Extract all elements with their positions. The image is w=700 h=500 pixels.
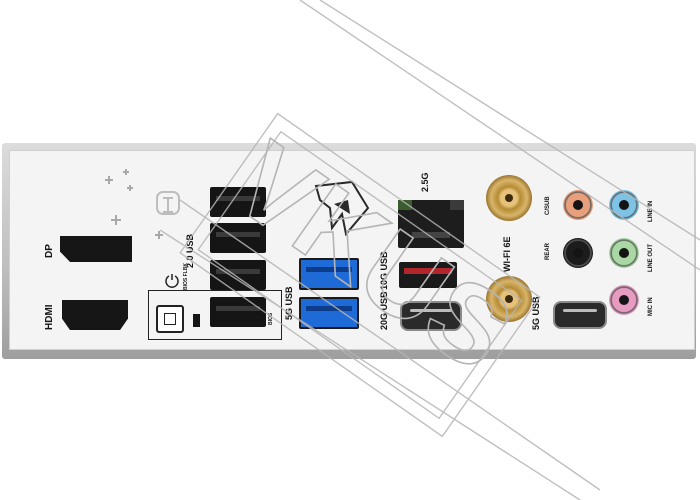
wifi-antenna-connector-2 <box>486 276 532 322</box>
usb-2-port-3 <box>210 260 266 290</box>
hdmi-label: HDMI <box>44 304 55 330</box>
lan-port <box>398 200 464 248</box>
bios-flbk-label: BIOS FLBK <box>183 263 189 290</box>
line-in-label: LINE IN <box>648 200 654 222</box>
lan-label: 2.5G <box>420 172 430 192</box>
usb10g-label: 10G USB <box>379 251 389 290</box>
usb-2-port-1 <box>210 187 266 217</box>
audio-jack-line-in <box>609 190 639 220</box>
usb20g-label: 20G USB <box>379 291 389 330</box>
c-sub-label: C/SUB <box>545 196 551 215</box>
power-icon <box>165 274 179 288</box>
rog-logo-icon <box>314 180 370 237</box>
rear-label: REAR <box>545 242 551 260</box>
wifi-antenna-connector-1 <box>486 175 532 221</box>
usb5g-left-label: 5G USB <box>284 286 294 320</box>
bios-label: BIOS <box>268 312 274 325</box>
usb-5g-port-2 <box>299 297 359 329</box>
displayport-port <box>60 236 132 262</box>
usb-c-5g-port <box>553 301 607 329</box>
audio-jack-c-sub <box>563 190 593 220</box>
audio-jack-line-out <box>609 238 639 268</box>
hdmi-port <box>62 300 128 330</box>
audio-jack-rear <box>563 238 593 268</box>
bios-flashback-button <box>156 305 184 333</box>
usb-5g-port-1 <box>299 258 359 290</box>
dp-label: DP <box>44 244 55 258</box>
line-out-label: LINE OUT <box>648 244 654 272</box>
mic-in-label: MIC IN <box>648 297 654 316</box>
decorative-crosses <box>105 169 180 239</box>
usb-c-20g-port <box>400 301 462 331</box>
bios-led <box>193 314 200 327</box>
usb-10g-port <box>399 262 457 288</box>
usb5g-right-label: 5G USB <box>531 296 541 330</box>
wifi-label: WI-FI 6E <box>502 236 512 273</box>
audio-jack-mic-in <box>609 285 639 315</box>
usb-2-port-2 <box>210 223 266 253</box>
